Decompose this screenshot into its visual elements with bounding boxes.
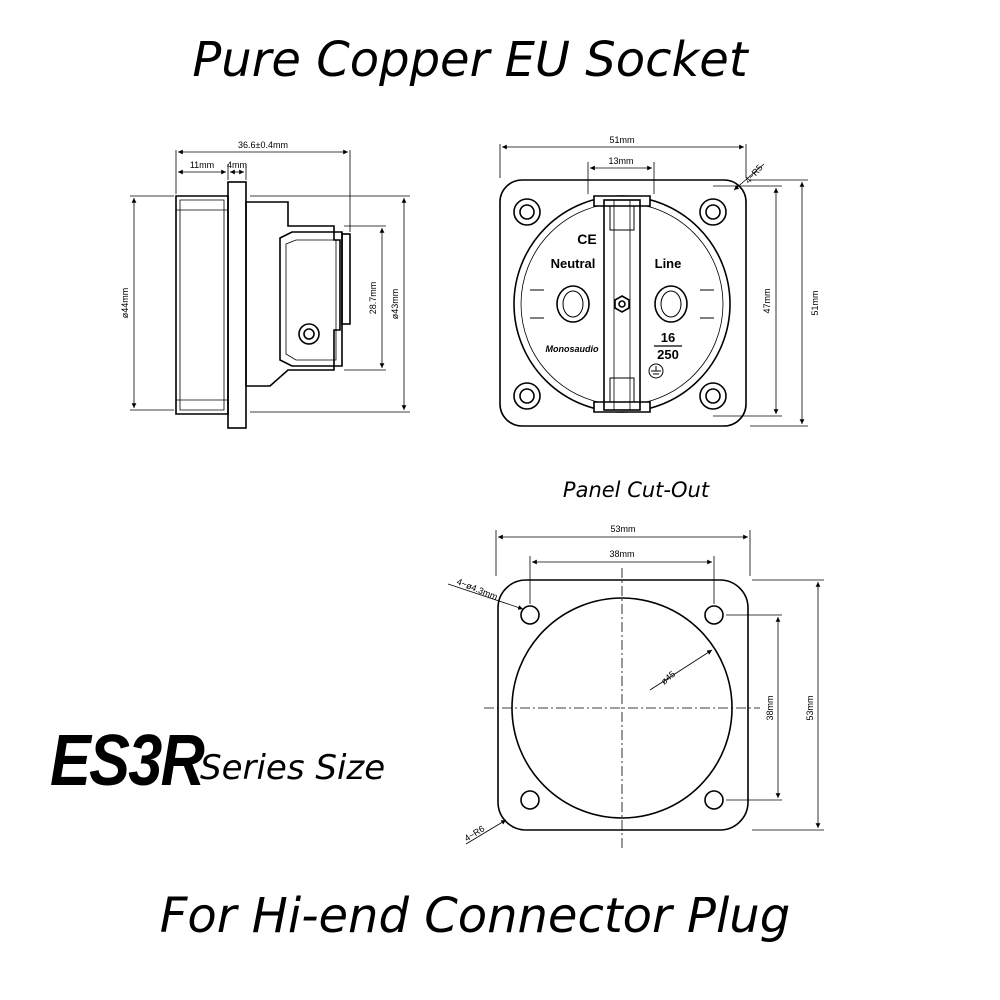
cutout-dim-circle-label: ø45 <box>659 669 677 687</box>
line-label: Line <box>655 256 682 271</box>
cutout-dim-hole-spacing-v-label: 38mm <box>765 695 775 720</box>
dim-front-label: 11mm <box>190 160 214 170</box>
series-label: Series Size <box>200 748 386 788</box>
cutout-centerlines <box>484 568 760 848</box>
front-view-labels: CE Neutral Line Monosaudio 16 250 <box>546 231 682 362</box>
ce-mark: CE <box>577 231 596 247</box>
dim-overall-label: 36.6±0.4mm <box>238 140 288 150</box>
front-view <box>499 179 747 427</box>
page-title: Pure Copper EU Socket <box>192 32 748 88</box>
cutout-dim-corner-label: 4~R6 <box>463 823 487 843</box>
page-subtitle: For Hi-end Connector Plug <box>159 888 791 944</box>
front-view-dimensions <box>499 144 808 427</box>
cutout-view <box>497 579 749 831</box>
neutral-label: Neutral <box>551 256 596 271</box>
cutout-dim-holes-label: 4~ø4.3mm <box>455 576 499 601</box>
model-name: ES3R <box>50 721 205 801</box>
dim-rear-height-label: 28.7mm <box>368 282 378 315</box>
dim-rear-dia-label: ø43mm <box>390 289 400 320</box>
rating-volts: 250 <box>657 347 679 362</box>
side-view <box>175 181 351 429</box>
dim-body-dia-label: ø44mm <box>120 288 130 319</box>
front-dim-hole-spacing-label: 47mm <box>762 288 772 313</box>
cutout-dimensions <box>447 530 824 845</box>
cutout-title: Panel Cut-Out <box>562 478 710 502</box>
cutout-dim-hole-spacing-label: 38mm <box>609 549 634 559</box>
front-dim-height-label: 51mm <box>810 290 820 315</box>
cutout-dim-width-label: 53mm <box>610 524 635 534</box>
cutout-dimension-labels: 53mm 38mm 4~ø4.3mm ø45 38mm 53mm 4~R6 <box>455 524 815 843</box>
cutout-dim-height-label: 53mm <box>805 695 815 720</box>
front-dim-slot-label: 13mm <box>608 156 633 166</box>
brand-label: Monosaudio <box>546 344 599 354</box>
front-dim-width-label: 51mm <box>609 135 634 145</box>
dim-flange-label: 4mm <box>227 160 247 170</box>
rating-amps: 16 <box>661 330 675 345</box>
side-view-dimension-labels: 36.6±0.4mm 11mm 4mm ø44mm 28.7mm ø43mm <box>120 140 400 319</box>
side-view-dimensions <box>130 149 410 413</box>
